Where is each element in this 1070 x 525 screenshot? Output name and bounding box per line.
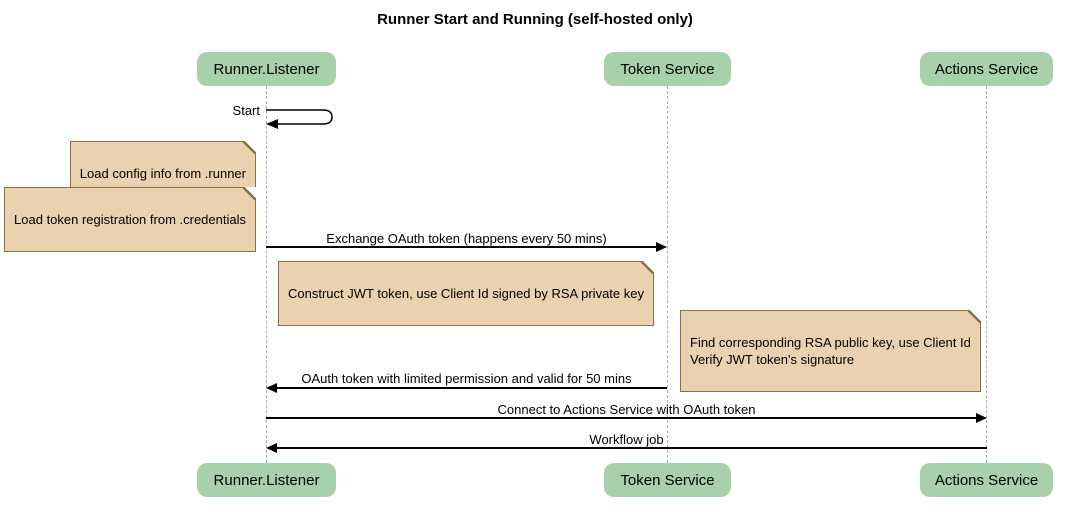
arrowhead-right-icon	[656, 242, 667, 252]
message-label-connect-actions: Connect to Actions Service with OAuth to…	[497, 402, 756, 417]
participant-label: Actions Service	[934, 60, 1039, 78]
arrowhead-left-icon	[266, 443, 277, 453]
participant-runner-listener-bottom: Runner.Listener	[197, 463, 336, 497]
message-label-exchange-oauth: Exchange OAuth token (happens every 50 m…	[326, 231, 607, 246]
message-line	[275, 387, 667, 389]
participant-token-service-bottom: Token Service	[604, 463, 731, 497]
note-text: Construct JWT token, use Client Id signe…	[288, 286, 644, 301]
note-load-token-registration: Load token registration from .credential…	[4, 187, 256, 252]
self-message-label: Start	[232, 103, 260, 118]
self-message-loop-arrow-icon	[266, 109, 333, 129]
participant-label: Actions Service	[934, 471, 1039, 489]
lifeline-runner-listener	[266, 86, 267, 463]
participant-label: Token Service	[620, 60, 715, 78]
participant-label: Runner.Listener	[213, 471, 320, 489]
participant-runner-listener-top: Runner.Listener	[197, 52, 336, 86]
participant-token-service-top: Token Service	[604, 52, 731, 86]
participant-actions-service-bottom: Actions Service	[920, 463, 1053, 497]
message-line	[266, 246, 658, 248]
message-label-oauth-token: OAuth token with limited permission and …	[301, 371, 632, 386]
arrowhead-right-icon	[976, 413, 987, 423]
arrowhead-left-icon	[266, 383, 277, 393]
diagram-title: Runner Start and Running (self-hosted on…	[377, 11, 693, 28]
note-fold-icon	[243, 187, 256, 200]
note-construct-jwt: Construct JWT token, use Client Id signe…	[278, 261, 654, 326]
participant-label: Token Service	[620, 471, 715, 489]
note-fold-icon	[243, 141, 256, 154]
message-label-workflow-job: Workflow job	[589, 432, 664, 447]
note-text: Find corresponding RSA public key, use C…	[690, 335, 971, 367]
lifeline-token-service	[667, 86, 668, 463]
participant-actions-service-top: Actions Service	[920, 52, 1053, 86]
note-text: Load token registration from .credential…	[14, 212, 246, 227]
message-line	[266, 417, 977, 419]
note-fold-icon	[640, 261, 654, 274]
lifeline-actions-service	[986, 86, 987, 463]
participant-label: Runner.Listener	[213, 60, 320, 78]
note-verify-jwt: Find corresponding RSA public key, use C…	[680, 310, 981, 392]
note-text: Load config info from .runner	[79, 166, 246, 181]
message-line	[275, 447, 987, 449]
note-fold-icon	[967, 310, 981, 323]
